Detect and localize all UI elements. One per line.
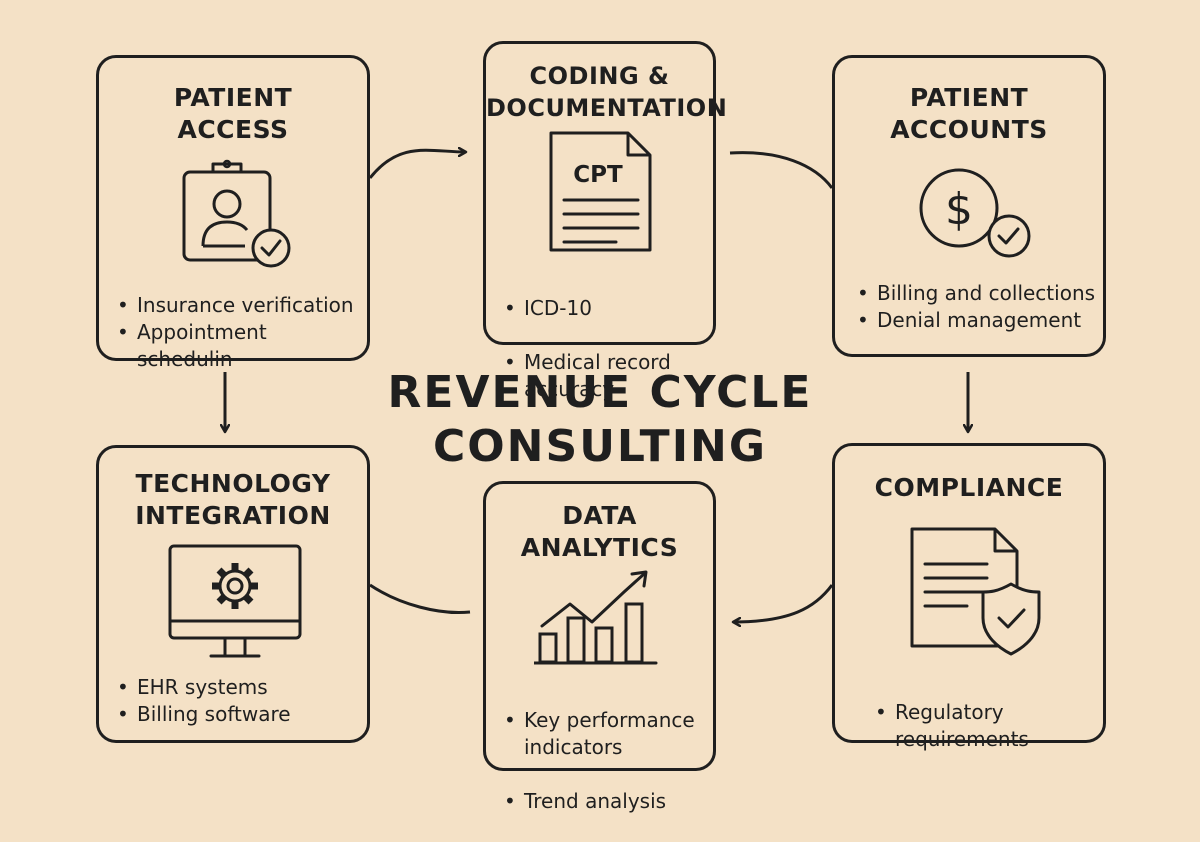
list-item: Regulatory requirements xyxy=(875,699,1029,753)
technology-integration-card: TECHNOLOGY INTEGRATION EHR systems Billi… xyxy=(96,445,370,743)
list-item: EHR systems xyxy=(117,674,291,701)
cpt-label: CPT xyxy=(573,162,623,188)
document-shield-icon xyxy=(910,527,1041,656)
clipboard-user-check-icon xyxy=(182,159,291,268)
gear-icon xyxy=(212,563,258,609)
list-item: Denial management xyxy=(857,307,1095,334)
technology-integration-list: EHR systems Billing software xyxy=(117,674,291,728)
cpt-document-icon: CPT xyxy=(549,131,652,252)
patient-accounts-card: PATIENT ACCOUNTS $ Billing and collectio… xyxy=(832,55,1106,357)
coding-documentation-title: CODING & DOCUMENTATION xyxy=(486,62,728,122)
list-item: Medical record accuracy xyxy=(504,349,671,403)
monitor-gear-icon xyxy=(168,544,302,658)
connector-analytics-to-technology xyxy=(369,583,471,614)
list-item: ICD-10 xyxy=(504,295,671,322)
data-analytics-list: Key performance indicators Trend analysi… xyxy=(504,680,695,842)
coding-documentation-card: CODING & DOCUMENTATION CPT ICD-10 Medica… xyxy=(483,41,728,401)
arrow-compliance-to-analytics xyxy=(733,584,834,622)
patient-access-card: PATIENT ACCESS Insurance verification Ap… xyxy=(96,55,370,371)
patient-accounts-title: PATIENT ACCOUNTS xyxy=(890,83,1048,144)
list-item: Key performance indicators xyxy=(504,707,695,761)
connector-coding-to-accounts xyxy=(729,151,834,189)
flow-connectors xyxy=(0,0,1200,800)
list-item: Insurance verification xyxy=(117,292,367,319)
list-item: Appointment schedulin xyxy=(117,319,367,373)
page-title: REVENUE CYCLE CONSULTING xyxy=(387,367,813,472)
technology-integration-title: TECHNOLOGY INTEGRATION xyxy=(135,469,331,530)
data-analytics-title: DATA ANALYTICS xyxy=(520,501,679,562)
list-item: Billing software xyxy=(117,701,291,728)
dollar-sign: $ xyxy=(945,184,973,235)
compliance-card: COMPLIANCE Regulatory requirements xyxy=(832,443,1106,751)
dollar-check-icon: $ xyxy=(919,168,1031,258)
patient-access-list: Insurance verification Appointment sched… xyxy=(117,292,367,373)
patient-access-title: PATIENT ACCESS xyxy=(173,83,293,144)
coding-documentation-list: ICD-10 Medical record accuracy xyxy=(504,268,671,430)
shield-icon xyxy=(981,582,1041,656)
patient-accounts-list: Billing and collections Denial managemen… xyxy=(857,280,1095,334)
data-analytics-card: DATA ANALYTICS Key performance indicator… xyxy=(483,481,716,815)
bar-chart-trend-icon xyxy=(534,570,658,665)
compliance-list: Regulatory requirements xyxy=(875,672,1029,780)
list-item: Trend analysis xyxy=(504,788,695,815)
arrow-access-to-coding xyxy=(368,150,466,179)
compliance-title: COMPLIANCE xyxy=(874,473,1064,502)
list-item: Billing and collections xyxy=(857,280,1095,307)
